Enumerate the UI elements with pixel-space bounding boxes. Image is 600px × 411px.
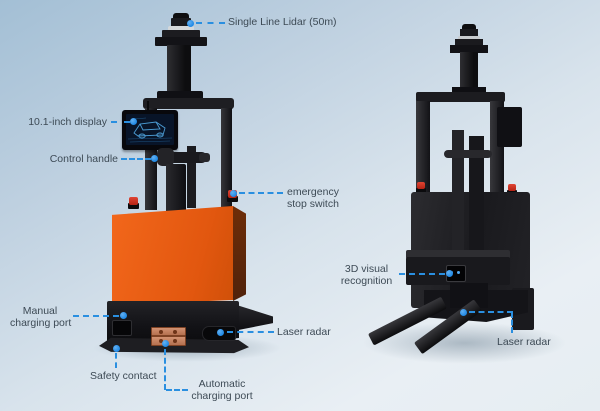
handle-post [166,164,186,214]
callout-label-laser-radar-left: Laser radar [277,326,331,338]
lidar-sensor-body [171,18,191,27]
callout-line-3d-visual [399,273,445,275]
contact-pin [159,339,163,343]
callout-label-manual-charging: Manual charging port [10,305,72,330]
callout-line-manual-charging [73,315,119,317]
lidar-mast-base [452,87,486,94]
callout-label-lidar: Single Line Lidar (50m) [228,16,337,28]
callout-line-lidar [196,22,225,24]
estop-button-right [508,184,516,191]
callout-label-estop-line1: emergency [287,186,339,198]
mast-crossbar [416,92,505,102]
callout-label-3d-visual-line2: recognition [340,275,393,288]
lidar-bracket-base [450,45,488,53]
estop-base-left [416,188,426,193]
callout-line-laser-radar-right-h [469,311,513,313]
display-antenna [147,101,149,111]
lidar-mast-column [167,45,191,93]
callout-dot-safety-contact [113,345,120,352]
inner-mast [187,146,196,208]
battery-body-side [233,206,246,302]
callout-line-laser-radar-right-v [511,312,513,333]
lidar-mast-column [460,52,478,92]
callout-label-manual-charging-line2: charging port [10,317,72,330]
contact-pin [173,329,177,334]
inner-mast [452,130,464,255]
lidar-sensor-icon [462,24,476,30]
display-screen-graphic [126,114,174,145]
fork-side-view [239,305,273,330]
callout-label-laser-radar-right: Laser radar [497,336,551,348]
callout-line-estop [239,192,283,194]
estop-button-left [417,182,425,189]
lidar-ring [458,36,480,40]
callout-label-display: 10.1-inch display [28,116,107,128]
mast-rail-right [221,108,232,208]
callout-line-auto-charging-v [164,349,166,390]
estop-base-right [227,196,238,202]
callout-label-auto-charging-line2: charging port [191,390,253,403]
battery-body-front [112,206,233,305]
callout-dot-control-handle [151,155,158,162]
estop-button-left [129,197,138,205]
callout-label-estop-line2: stop switch [287,198,339,211]
callout-dot-auto-charging [162,340,169,347]
callout-label-auto-charging: Automatic charging port [191,378,253,403]
callout-line-control-handle [121,158,151,160]
mast-crossbar [143,98,234,109]
callout-dot-laser-radar-right [460,309,467,316]
callout-dot-laser-radar-left [217,329,224,336]
inner-mast [469,136,484,256]
lidar-sensor-icon [173,13,189,20]
charging-contact-strip [151,327,186,336]
callout-dot-display [130,118,137,125]
lidar-sensor-body [460,29,478,37]
callout-line-display [111,121,130,123]
callout-dot-estop [230,190,237,197]
callout-dot-lidar [187,20,194,27]
camera-led [457,271,460,274]
manual-charging-port-part [112,320,132,336]
lidar-bracket-base [155,37,207,46]
callout-line-safety-contact [115,353,117,368]
callout-label-auto-charging-line1: Automatic [198,378,246,390]
callout-label-safety-contact: Safety contact [90,370,157,382]
control-handle-bar [155,152,207,163]
lidar-bracket [162,30,200,38]
callout-dot-manual-charging [120,312,127,319]
estop-base-left [128,203,139,209]
contact-pin [159,329,163,334]
callout-dot-3d-visual [446,270,453,277]
tiller-bar [444,150,492,158]
callout-line-laser-radar-left [227,331,274,333]
callout-label-control-handle: Control handle [49,153,118,165]
callout-line-auto-charging-h [166,389,188,391]
callout-label-manual-charging-line1: Manual [22,305,58,317]
lidar-mast-base [157,91,203,100]
callout-label-3d-visual-line1: 3D visual [344,263,389,275]
control-handle-grip [199,153,210,162]
fork-carriage-top [406,250,510,259]
contact-pin [173,339,177,343]
electronics-box [497,107,522,147]
callout-label-3d-visual: 3D visual recognition [338,263,395,288]
control-handle-knob [157,148,174,166]
lidar-bracket [455,39,483,46]
lidar-ring [168,26,194,31]
callout-label-estop: emergency stop switch [287,186,339,211]
